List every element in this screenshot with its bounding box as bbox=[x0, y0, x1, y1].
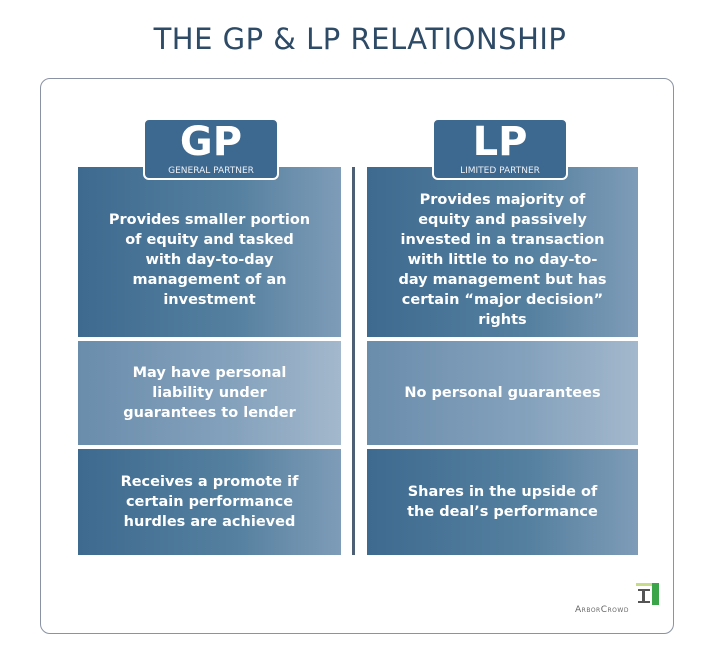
page-title: THE GP & LP RELATIONSHIP bbox=[153, 22, 567, 56]
gp-name: GENERAL PARTNER bbox=[168, 166, 254, 176]
lp-upside-cell: Shares in the upside of the deal’s perfo… bbox=[367, 449, 638, 555]
lp-abbr: LP bbox=[472, 119, 528, 165]
logo-text: ArborCrowd bbox=[575, 605, 629, 615]
arborcrowd-logo-icon bbox=[636, 583, 659, 605]
lp-header: LP LIMITED PARTNER bbox=[432, 118, 568, 180]
lp-equity-cell: Provides majority of equity and passivel… bbox=[367, 167, 638, 337]
diagram-frame bbox=[40, 78, 674, 634]
gp-promote-cell: Receives a promote if certain performanc… bbox=[78, 449, 341, 555]
gp-liability-cell: May have personal liability under guaran… bbox=[78, 341, 341, 445]
lp-name: LIMITED PARTNER bbox=[460, 166, 540, 176]
gp-equity-cell: Provides smaller portion of equity and t… bbox=[78, 167, 341, 337]
gp-header: GP GENERAL PARTNER bbox=[143, 118, 279, 180]
lp-liability-cell: No personal guarantees bbox=[367, 341, 638, 445]
column-divider bbox=[352, 167, 355, 555]
gp-abbr: GP bbox=[179, 119, 243, 165]
